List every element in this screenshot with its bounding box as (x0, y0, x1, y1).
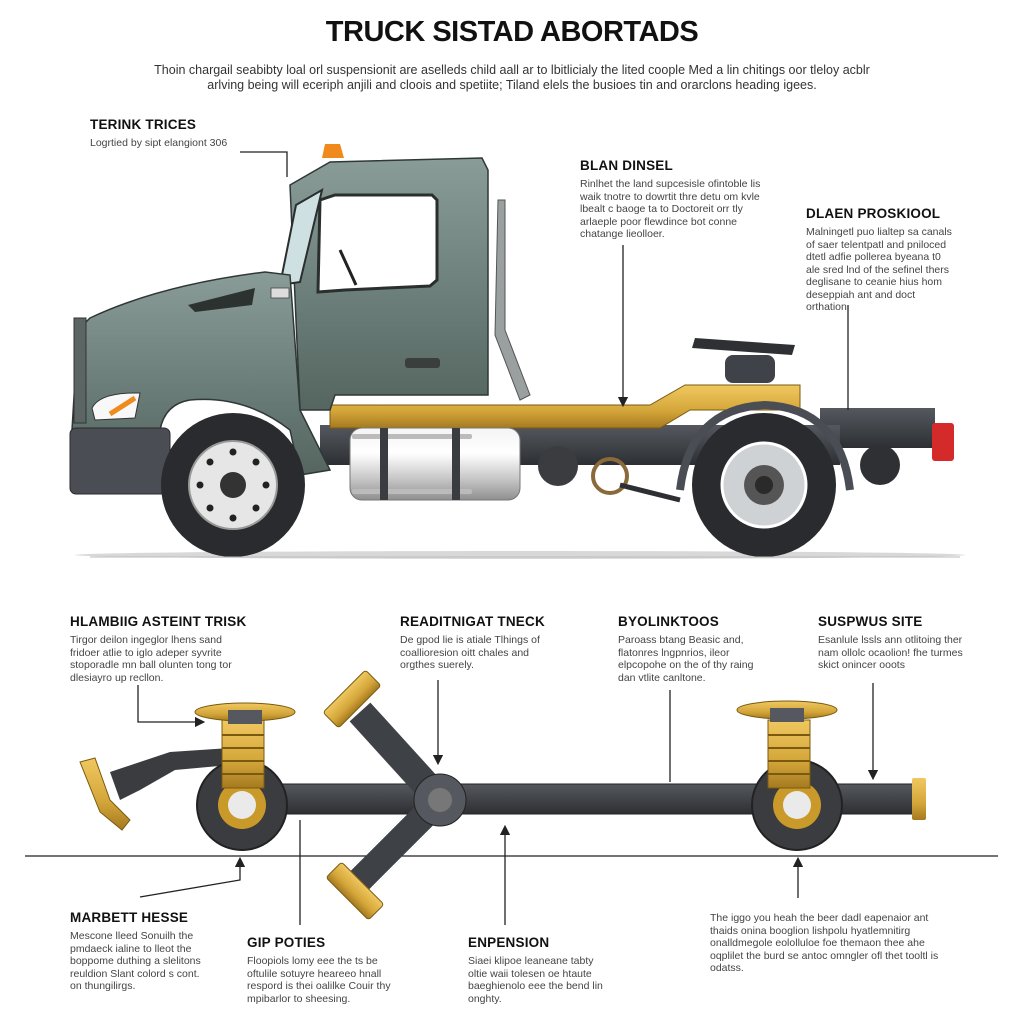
steering-arm (110, 748, 230, 800)
bottom-leader-lines (137, 680, 879, 925)
callout-terink-trices: TERINK TRICES Logrtied by sipt elangiont… (90, 117, 260, 150)
callout-body: Floopiols lomy eee the ts be oftulile so… (247, 955, 391, 1005)
callout-body: Rinlhet the land supcesisle ofintoble li… (580, 178, 761, 240)
callout-suspwus-site: SUSPWUS SITE Esanlule lssls ann otlitoin… (818, 614, 963, 672)
rear-fender (676, 400, 854, 491)
callout-dlaen-proskiool: DLAEN PROSKIOOL Malningetl puo lialtep s… (806, 206, 956, 314)
hood-vent (188, 288, 255, 312)
brake-drum (591, 457, 629, 495)
callout-heading: READITNIGAT TNECK (400, 614, 545, 629)
driveshaft (323, 670, 467, 920)
callout-heading: BYOLINKTOOS (618, 614, 719, 629)
windshield (278, 187, 324, 287)
door-handle (405, 358, 440, 368)
right-coil-spring (736, 700, 838, 789)
callout-body: The iggo you heah the beer dadl eapenaio… (710, 912, 939, 974)
callout-body: Siaei klipoe leaneane tabty oltie waii t… (468, 955, 603, 1005)
top-leader-lines (240, 151, 849, 410)
callout-enpension: ENPENSION Siaei klipoe leaneane tabty ol… (468, 935, 608, 1005)
rear-axle-hub (860, 445, 900, 485)
callout-heading: BLAN DINSEL (580, 158, 673, 173)
fifth-wheel (725, 355, 775, 383)
air-tank (538, 446, 578, 486)
front-wheel (161, 413, 305, 557)
callout-heading: SUSPWUS SITE (818, 614, 923, 629)
callout-body: Logrtied by sipt elangiont 306 (90, 137, 228, 149)
callout-body: Mescone lleed Sonuilh the pmdaeck ialine… (70, 930, 201, 992)
exhaust-stack (494, 199, 531, 401)
callout-blan-dinsel: BLAN DINSEL Rinlhet the land supcesisle … (580, 158, 765, 241)
callout-byolinktoos: BYOLINKTOOS Paroass btang Beasic and, fl… (618, 614, 758, 684)
diagram-title: TRUCK SISTAD ABORTADS (325, 16, 699, 48)
tail-light (932, 423, 954, 461)
callout-body: Esanlule lssls ann otlitoing ther nam ol… (818, 634, 963, 671)
beacon-light (322, 144, 344, 158)
callout-body: Tirgor deilon ingeglor lhens sand fridoe… (70, 634, 232, 684)
callout-body: De gpod lie is atiale Tlhings of coallio… (400, 634, 540, 671)
callout-readitnigat-tneck: READITNIGAT TNECK De gpod lie is atiale … (400, 614, 565, 672)
cab-window (316, 193, 439, 294)
bumper (69, 427, 171, 495)
axle-assembly (25, 670, 998, 920)
callout-hlambiig-asteint-trisk: HLAMBIIG ASTEINT TRISK Tirgor deilon ing… (70, 614, 250, 684)
hood (71, 271, 332, 476)
left-coil-spring (194, 702, 296, 789)
rear-wheel (692, 413, 836, 557)
fuel-tank (349, 427, 521, 501)
callout-heading: GIP POTIES (247, 935, 326, 950)
callout-body: Malningetl puo lialtep sa canals of saer… (806, 226, 952, 313)
callout-gip-poties: GIP POTIES Floopiols lomy eee the ts be … (247, 935, 402, 1005)
callout-heading: TERINK TRICES (90, 117, 197, 132)
callout-heading: ENPENSION (468, 935, 550, 950)
callout-marbett-hesse: MARBETT HESSE Mescone lleed Sonuilh the … (70, 910, 210, 993)
callout-body: Paroass btang Beasic and, flatonres lngp… (618, 634, 754, 684)
callout-heading: HLAMBIIG ASTEINT TRISK (70, 614, 247, 629)
callout-heading: MARBETT HESSE (70, 910, 189, 925)
diagram-subtitle: Thoin chargail seabibty loal orl suspens… (154, 63, 870, 92)
callout-heading: DLAEN PROSKIOOL (806, 206, 941, 221)
callout-axle-note: The iggo you heah the beer dadl eapenaio… (710, 912, 950, 975)
truck-side-view (69, 144, 954, 557)
